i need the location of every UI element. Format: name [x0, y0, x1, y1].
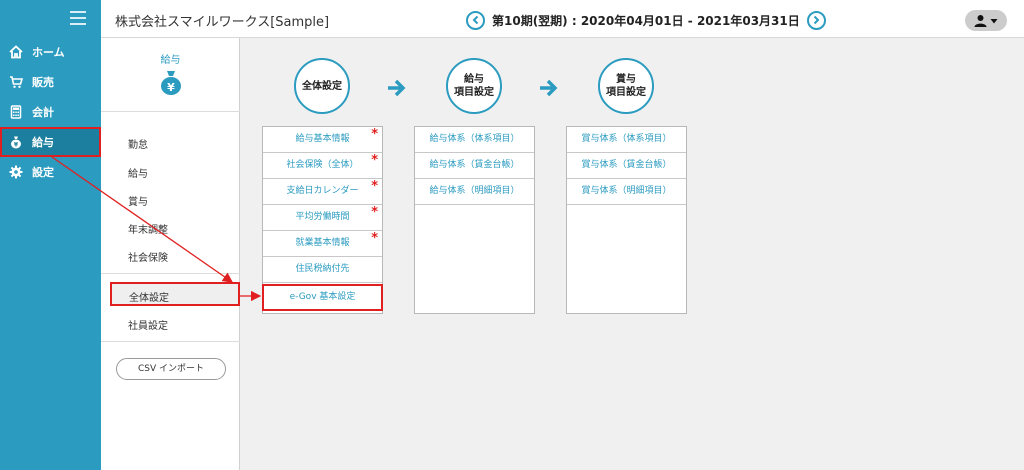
- nav-item-label: 設定: [32, 166, 54, 179]
- list-item[interactable]: 給与体系（体系項目）: [415, 127, 534, 153]
- step-bonus-item-settings: 賞与項目設定: [598, 58, 654, 114]
- svg-text:¥: ¥: [14, 142, 19, 149]
- payroll-submenu: 給与 ¥ 勤怠 給与 賞与 年末調整 社会保険 全体設定 社員設定 CSV イン…: [101, 38, 240, 470]
- chevron-right-icon: [814, 15, 820, 25]
- caret-down-icon: [990, 18, 998, 23]
- money-bag-icon: ¥: [9, 135, 23, 149]
- user-menu-button[interactable]: [965, 10, 1007, 31]
- list-item[interactable]: 賞与体系（賃金台帳）: [567, 153, 686, 179]
- nav-item-label: 給与: [32, 136, 54, 149]
- svg-text:¥: ¥: [167, 81, 175, 94]
- arrow-right-icon: [540, 79, 558, 97]
- hamburger-menu-icon[interactable]: [70, 11, 86, 25]
- required-mark: *: [371, 153, 378, 168]
- nav-item-home[interactable]: ホーム: [0, 37, 101, 67]
- submenu-item-employee-settings[interactable]: 社員設定: [128, 321, 168, 332]
- list-item[interactable]: 住民税納付先: [263, 257, 382, 283]
- general-settings-list: 給与基本情報* 社会保険（全体）* 支給日カレンダー* 平均労働時間* 就業基本…: [262, 126, 383, 314]
- list-item[interactable]: 支給日カレンダー*: [263, 179, 382, 205]
- next-period-button[interactable]: [806, 10, 826, 30]
- nav-item-sales[interactable]: 販売: [0, 67, 101, 97]
- list-item[interactable]: 賞与体系（明細項目）: [567, 179, 686, 205]
- list-item[interactable]: 給与基本情報*: [263, 127, 382, 153]
- period-label: 第10期(翌期) : 2020年04月01日 - 2021年03月31日: [492, 13, 800, 28]
- nav-item-label: 会計: [32, 106, 54, 119]
- nav-item-accounting[interactable]: 会計: [0, 97, 101, 127]
- egov-settings-item[interactable]: e-Gov 基本設定: [262, 284, 383, 311]
- required-mark: *: [371, 231, 378, 246]
- top-header: 株式会社スマイルワークス[Sample] 第10期(翌期) : 2020年04月…: [101, 0, 1024, 38]
- list-item[interactable]: 就業基本情報*: [263, 231, 382, 257]
- required-mark: *: [371, 127, 378, 142]
- list-item[interactable]: 給与体系（賃金台帳）: [415, 153, 534, 179]
- submenu-item-social-insurance[interactable]: 社会保険: [128, 253, 168, 264]
- step-salary-item-settings: 給与項目設定: [446, 58, 502, 114]
- chevron-left-icon: [472, 15, 478, 25]
- calculator-icon: [9, 105, 23, 119]
- gear-icon: [9, 165, 23, 179]
- sidebar: ホーム 販売 会計 ¥ 給与 設定: [0, 0, 101, 470]
- salary-item-settings-list: 給与体系（体系項目） 給与体系（賃金台帳） 給与体系（明細項目）: [414, 126, 535, 314]
- bonus-item-settings-list: 賞与体系（体系項目） 賞与体系（賃金台帳） 賞与体系（明細項目）: [566, 126, 687, 314]
- list-item[interactable]: 社会保険（全体）*: [263, 153, 382, 179]
- nav-item-payroll[interactable]: ¥ 給与: [0, 127, 101, 157]
- csv-import-button[interactable]: CSV インポート: [116, 358, 226, 380]
- submenu-item-bonus[interactable]: 賞与: [128, 197, 148, 208]
- arrow-right-icon: [388, 79, 406, 97]
- step-general-settings: 全体設定: [294, 58, 350, 114]
- list-item[interactable]: 平均労働時間*: [263, 205, 382, 231]
- required-mark: *: [371, 205, 378, 220]
- required-mark: *: [371, 179, 378, 194]
- submenu-item-attendance[interactable]: 勤怠: [128, 140, 148, 151]
- submenu-item-salary[interactable]: 給与: [128, 169, 148, 180]
- prev-period-button[interactable]: [466, 10, 485, 30]
- nav-item-label: ホーム: [32, 46, 65, 59]
- home-icon: [9, 45, 23, 59]
- nav-item-label: 販売: [32, 76, 54, 89]
- company-name: 株式会社スマイルワークス[Sample]: [115, 15, 330, 30]
- submenu-item-general-settings[interactable]: 全体設定: [110, 282, 240, 306]
- money-bag-icon: ¥: [161, 71, 181, 95]
- list-item[interactable]: 賞与体系（体系項目）: [567, 127, 686, 153]
- submenu-item-year-end[interactable]: 年末調整: [128, 225, 168, 236]
- period-selector: 第10期(翌期) : 2020年04月01日 - 2021年03月31日: [466, 9, 826, 31]
- cart-icon: [9, 75, 23, 89]
- list-item[interactable]: 給与体系（明細項目）: [415, 179, 534, 205]
- submenu-item-label: 全体設定: [129, 293, 169, 304]
- user-icon: [974, 15, 987, 27]
- nav-item-settings[interactable]: 設定: [0, 157, 101, 187]
- submenu-title: 給与: [160, 55, 181, 66]
